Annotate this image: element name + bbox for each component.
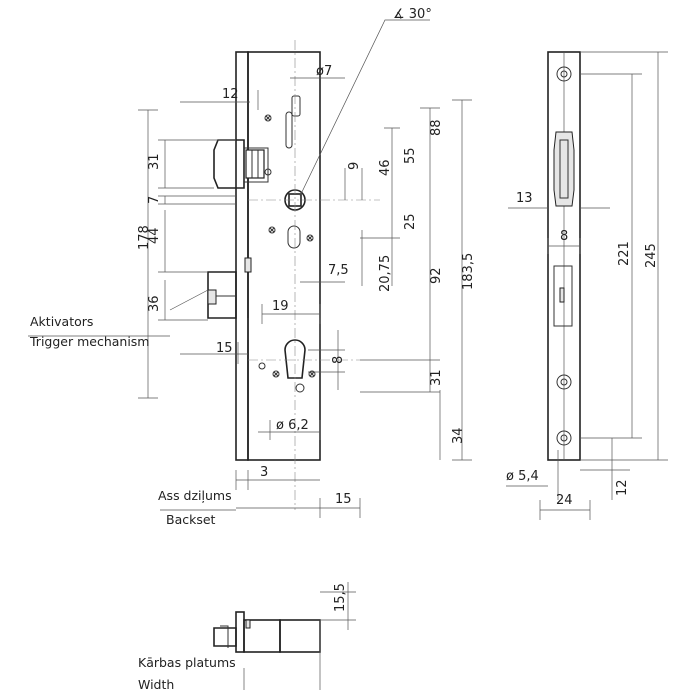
dim-d7: ø7 — [316, 64, 332, 79]
dim-d15-bottom: 15 — [335, 492, 352, 507]
dim-d6-2: ø 6,2 — [276, 418, 309, 433]
dim-d8-cyl: 8 — [331, 356, 346, 364]
dim-d19: 19 — [272, 299, 289, 314]
dim-angle: ∡ 30° — [393, 7, 432, 22]
dim-d44: 44 — [147, 227, 162, 244]
callout-labels: Aktivators Trigger mechanism Ass dziļums… — [29, 314, 236, 692]
label-width-lv: Kārbas platums — [138, 655, 236, 670]
dim-d12: 12 — [222, 87, 239, 102]
dim-d46: 46 — [378, 159, 393, 176]
dim-d221: 221 — [617, 241, 632, 266]
dimension-labels: ∡ 30° ø7 12 88 31 9 46 55 7 178 44 25 92… — [137, 7, 476, 507]
label-activators-en: Trigger mechanism — [29, 334, 150, 349]
dim-d9: 9 — [347, 162, 362, 170]
dim-d3: 3 — [260, 465, 268, 480]
label-backset-lv: Ass dziļums — [158, 488, 232, 503]
dim-d15-left: 15 — [216, 341, 233, 356]
dim-d245: 245 — [644, 243, 659, 268]
center-lines — [248, 40, 380, 510]
dim-d5-4: ø 5,4 — [506, 469, 539, 484]
dim-d7-5: 7,5 — [328, 263, 349, 278]
dim-d36: 36 — [147, 295, 162, 312]
dim-d31-top: 31 — [147, 153, 162, 170]
dim-d178: 178 — [137, 225, 152, 250]
dim-d13: 13 — [516, 191, 533, 206]
dim-d88: 88 — [429, 119, 444, 136]
dim-d20-75: 20,75 — [378, 255, 393, 292]
dim-d31-low: 31 — [429, 369, 444, 386]
dim-d7-side: 7 — [147, 196, 162, 204]
dim-d24: 24 — [556, 493, 573, 508]
dim-d8-face: 8 — [560, 229, 568, 244]
dim-d183-5: 183,5 — [461, 253, 476, 290]
face-plate-dimensions: 13 8 221 245 ø 5,4 24 12 — [506, 51, 668, 520]
label-activators-lv: Aktivators — [30, 314, 93, 329]
lock-body-front-view — [207, 51, 321, 461]
label-width-en: Width — [138, 677, 174, 692]
dimension-lines — [28, 19, 472, 518]
label-backset-en: Backset — [166, 512, 216, 527]
dim-d15-5: 15,5 — [333, 583, 348, 612]
dim-d12-face: 12 — [615, 479, 630, 496]
dim-d92: 92 — [429, 267, 444, 284]
dim-d55: 55 — [403, 147, 418, 164]
bottom-section-view: 15,5 — [213, 582, 356, 690]
dim-d34: 34 — [451, 427, 466, 444]
face-plate-view — [547, 51, 581, 461]
dim-d25: 25 — [403, 213, 418, 230]
